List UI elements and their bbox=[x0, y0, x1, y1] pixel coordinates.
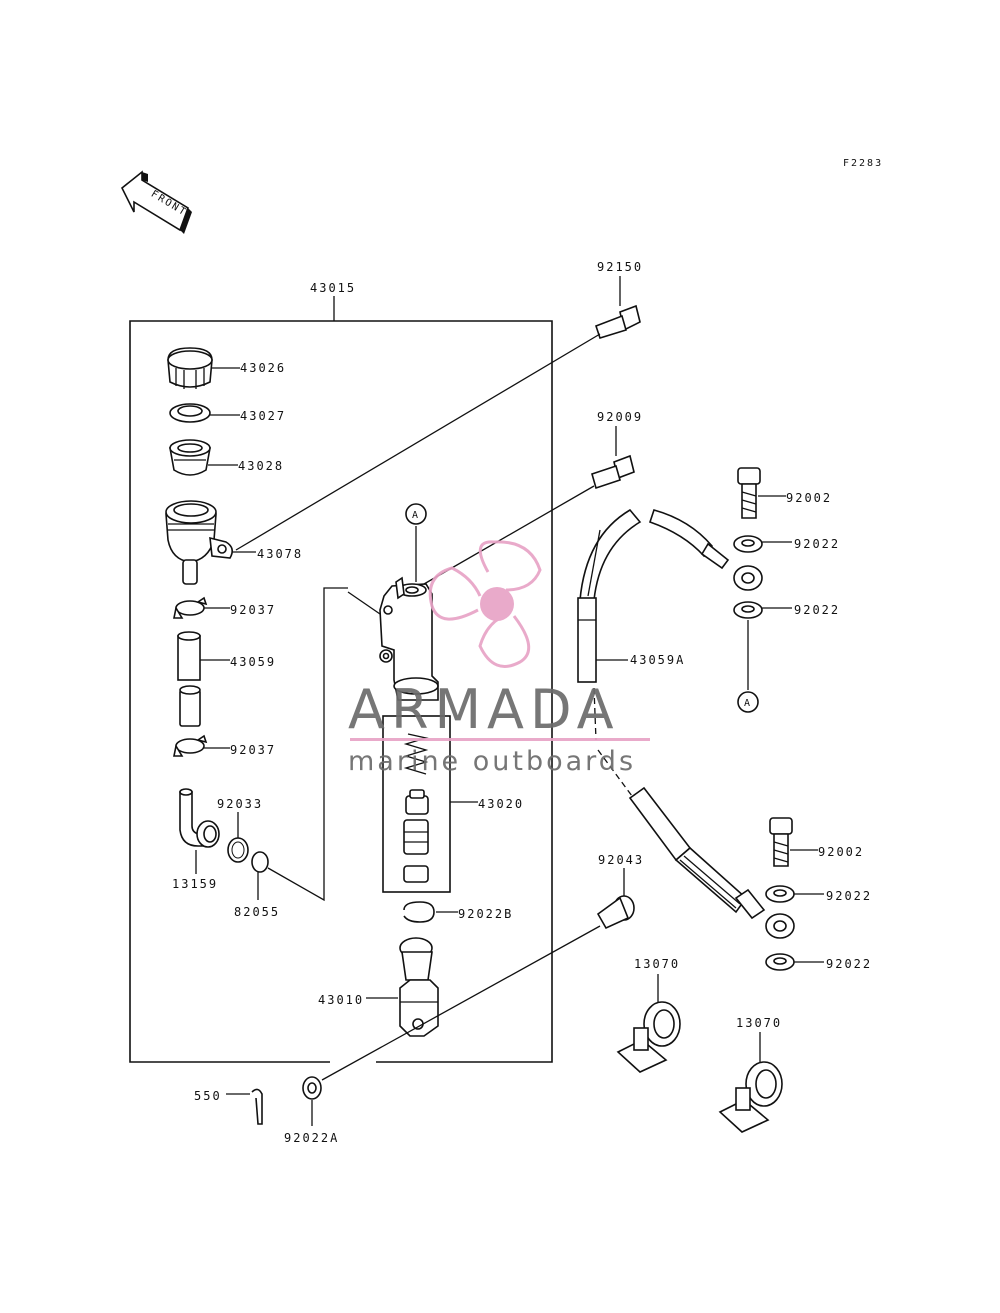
label-43059: 43059 bbox=[230, 655, 276, 669]
watermark: ARMADA marine outboards bbox=[348, 540, 650, 777]
label-92002-lower: 92002 bbox=[818, 845, 864, 859]
label-82055: 82055 bbox=[234, 905, 280, 919]
label-43027: 43027 bbox=[240, 409, 286, 423]
watermark-tagline: marine outboards bbox=[348, 746, 636, 777]
cotter-pin-550: 550 bbox=[194, 1088, 263, 1125]
label-92002-upper: 92002 bbox=[786, 491, 832, 505]
figure-code: F2283 bbox=[843, 158, 883, 169]
hose-43059: 43059 bbox=[177, 631, 276, 727]
label-43078: 43078 bbox=[257, 547, 303, 561]
o-ring-82055: 82055 bbox=[234, 587, 348, 919]
elbow-fitting-13159: 13159 bbox=[172, 788, 220, 891]
pin-92043: 92043 bbox=[321, 853, 644, 1081]
label-13159: 13159 bbox=[172, 877, 218, 891]
ref-marker-right: A bbox=[744, 698, 752, 709]
circlip-92022B: 92022B bbox=[403, 901, 513, 923]
piston-kit-43020: 43020 bbox=[382, 715, 524, 893]
label-43059A: 43059A bbox=[630, 653, 685, 667]
watermark-brand: ARMADA bbox=[348, 678, 620, 741]
hose-clamp-13070-lower: 13070 bbox=[718, 1016, 783, 1133]
diaphragm-43028: 43028 bbox=[169, 439, 284, 476]
propeller-logo-icon bbox=[428, 540, 542, 668]
label-92022A: 92022A bbox=[284, 1131, 339, 1145]
label-43028: 43028 bbox=[238, 459, 284, 473]
banjo-bolt-92002-upper: 92002 bbox=[737, 467, 832, 519]
label-43026: 43026 bbox=[240, 361, 286, 375]
brake-hose-lower bbox=[597, 749, 795, 939]
label-13070-lower: 13070 bbox=[736, 1016, 782, 1030]
label-92022-3: 92022 bbox=[826, 889, 872, 903]
label-43015: 43015 bbox=[310, 281, 356, 295]
hose-clamp-13070-upper: 13070 bbox=[616, 957, 681, 1073]
banjo-bolt-92002-lower: 92002 bbox=[769, 817, 864, 867]
washer-92022-1: 92022 bbox=[733, 535, 840, 553]
label-92150: 92150 bbox=[597, 260, 643, 274]
label-92037-upper: 92037 bbox=[230, 603, 276, 617]
label-13070-upper: 13070 bbox=[634, 957, 680, 971]
push-rod-43010: 43010 bbox=[318, 937, 439, 1037]
label-92009: 92009 bbox=[597, 410, 643, 424]
label-43010: 43010 bbox=[318, 993, 364, 1007]
washer-92022-3: 92022 bbox=[765, 885, 872, 903]
reservoir-cap-43026: 43026 bbox=[167, 347, 286, 389]
label-92022B: 92022B bbox=[458, 907, 513, 921]
master-cylinder-body: A bbox=[347, 503, 439, 701]
washer-92022-4: 92022 bbox=[765, 953, 872, 971]
label-43020: 43020 bbox=[478, 797, 524, 811]
ref-marker-top: A bbox=[412, 510, 420, 521]
hose-43059A: 43059A bbox=[577, 508, 763, 741]
label-92022-4: 92022 bbox=[826, 957, 872, 971]
washer-92022-2: 92022 A bbox=[733, 601, 840, 713]
reservoir-43078: 43078 bbox=[165, 500, 303, 585]
front-arrow-icon: FRONT bbox=[120, 170, 192, 234]
label-550: 550 bbox=[194, 1089, 222, 1103]
label-92037-lower: 92037 bbox=[230, 743, 276, 757]
hose-clamp-92037-upper: 92037 bbox=[173, 596, 276, 619]
bolt-92150: 92150 bbox=[235, 260, 643, 551]
diaphragm-plate-43027: 43027 bbox=[169, 403, 286, 423]
hose-clamp-92037-lower: 92037 bbox=[173, 734, 276, 757]
label-92022-2: 92022 bbox=[794, 603, 840, 617]
assembly-frame-43015: 43015 bbox=[129, 281, 553, 1063]
label-92033: 92033 bbox=[217, 797, 263, 811]
label-92022-1: 92022 bbox=[794, 537, 840, 551]
watermark-rule bbox=[350, 738, 650, 741]
label-92043: 92043 bbox=[598, 853, 644, 867]
washer-92022A: 92022A bbox=[284, 1076, 339, 1145]
circlip-92033: 92033 bbox=[217, 797, 263, 863]
